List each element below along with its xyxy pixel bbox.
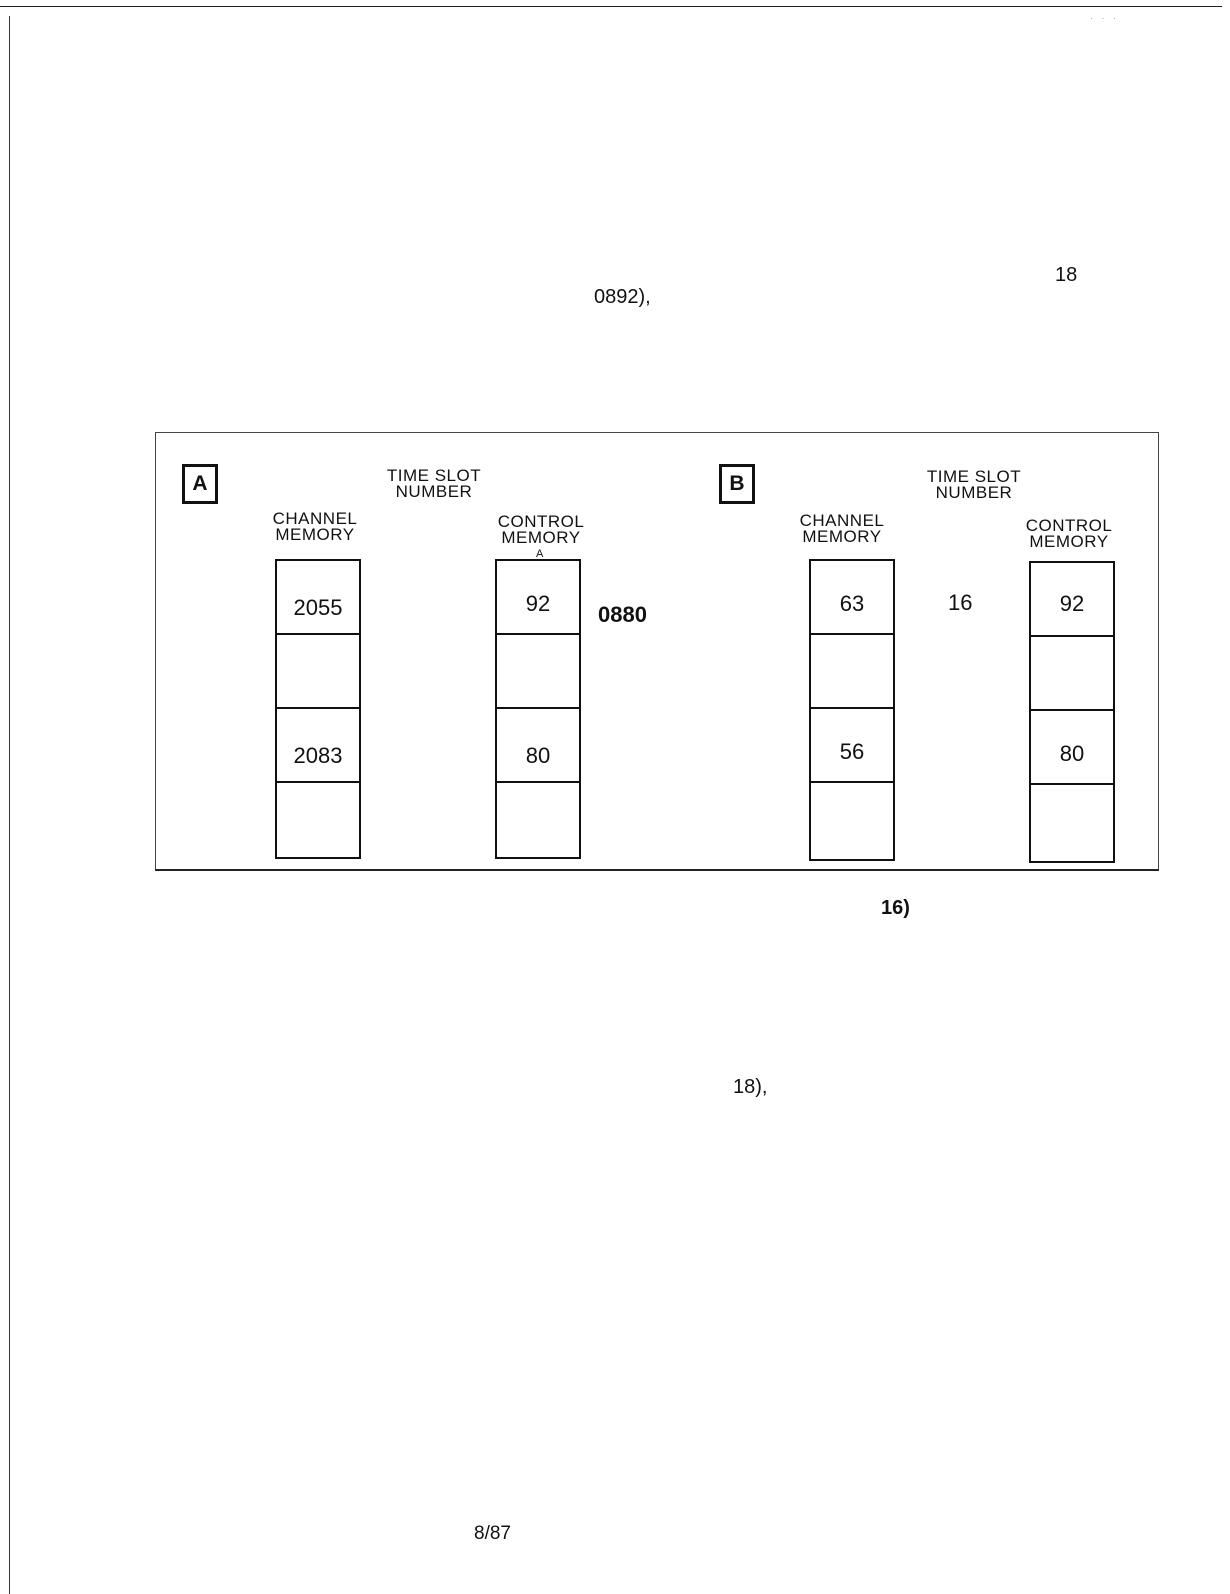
memory-cell (1031, 637, 1113, 711)
panel-a-time-slot-header: TIME SLOT NUMBER (386, 466, 482, 501)
top-rule (0, 6, 1222, 7)
left-margin-rule (9, 16, 10, 1594)
frame-right-border (1158, 432, 1159, 869)
frame-left-border (155, 432, 156, 869)
panel-a-control-marker: A (536, 548, 544, 560)
panel-b-channel-memory-header: CHANNEL MEMORY (799, 511, 885, 546)
panel-b-label: B (719, 464, 755, 504)
panel-a-channel-memory-header: CHANNEL MEMORY (272, 509, 358, 544)
memory-cell (811, 783, 893, 857)
panel-b-channel-memory-column: 63 56 (809, 559, 895, 861)
text-fragment-0892: 0892), (594, 286, 651, 308)
memory-cell: 80 (497, 709, 579, 783)
memory-cell: 92 (1031, 563, 1113, 637)
panel-b-time-slot-value: 16 (948, 590, 973, 615)
memory-cell: 2055 (277, 561, 359, 635)
panel-a-side-value: 0880 (598, 602, 647, 627)
memory-cell (811, 635, 893, 709)
memory-cell (1031, 785, 1113, 859)
figure-frame: A CHANNEL MEMORY TIME SLOT NUMBER CONTRO… (155, 432, 1159, 871)
memory-cell (277, 783, 359, 857)
memory-cell (497, 635, 579, 709)
panel-b-time-slot-header: TIME SLOT NUMBER (926, 467, 1022, 502)
frame-bottom-border (155, 869, 1159, 871)
footer-date: 8/87 (474, 1523, 511, 1544)
memory-cell: 2083 (277, 709, 359, 783)
corner-marks: · · · (1090, 13, 1119, 23)
memory-cell (497, 783, 579, 857)
text-fragment-18: 18 (1055, 264, 1078, 286)
text-fragment-16: 16) (881, 897, 910, 919)
frame-top-border (155, 432, 1159, 433)
memory-cell: 92 (497, 561, 579, 635)
text-fragment-18-paren: 18), (733, 1076, 768, 1098)
memory-cell: 63 (811, 561, 893, 635)
panel-a-channel-memory-column: 2055 2083 (275, 559, 361, 859)
memory-cell (277, 635, 359, 709)
memory-cell: 56 (811, 709, 893, 783)
panel-a-control-memory-column: 92 80 (495, 559, 581, 859)
panel-a-control-memory-header: CONTROL MEMORY (497, 512, 585, 547)
panel-b-control-memory-header: CONTROL MEMORY (1025, 516, 1113, 551)
panel-b-control-memory-column: 92 80 (1029, 561, 1115, 863)
panel-a-label: A (182, 464, 218, 504)
memory-cell: 80 (1031, 711, 1113, 785)
